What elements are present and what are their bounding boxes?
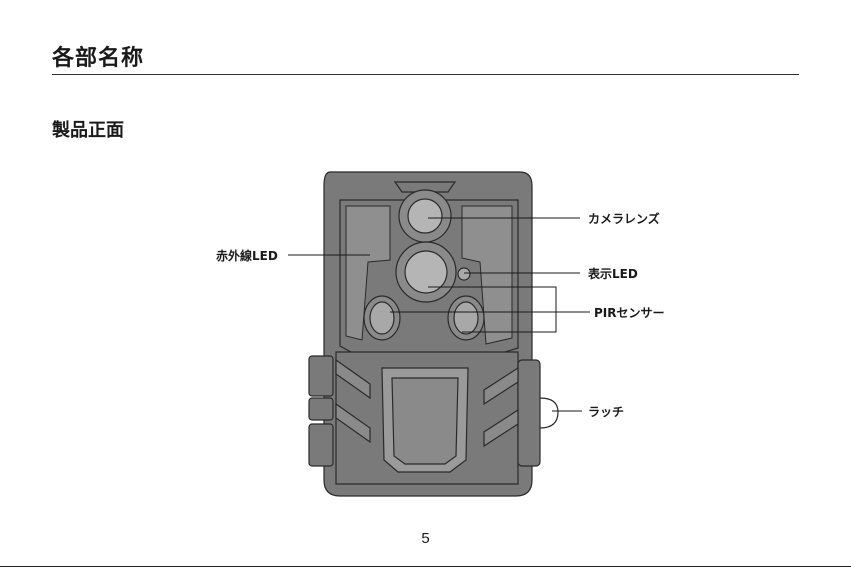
callout-ir-led: 赤外線LED xyxy=(216,247,278,264)
page-number: 5 xyxy=(0,530,851,547)
left-hinge-top xyxy=(309,356,333,396)
left-hinge-bottom xyxy=(309,424,333,466)
callout-latch: ラッチ xyxy=(588,403,624,420)
left-hinge-mid xyxy=(309,398,333,420)
latch-loop xyxy=(540,398,558,428)
indicator-led xyxy=(458,268,470,280)
camera-lens-inner xyxy=(408,199,442,233)
right-latch-body xyxy=(518,360,540,466)
callout-indicator-led: 表示LED xyxy=(588,265,638,282)
callout-camera-lens: カメラレンズ xyxy=(588,210,660,227)
bottom-divider xyxy=(0,566,851,567)
callout-pir-sensor: PIRセンサー xyxy=(594,304,665,321)
